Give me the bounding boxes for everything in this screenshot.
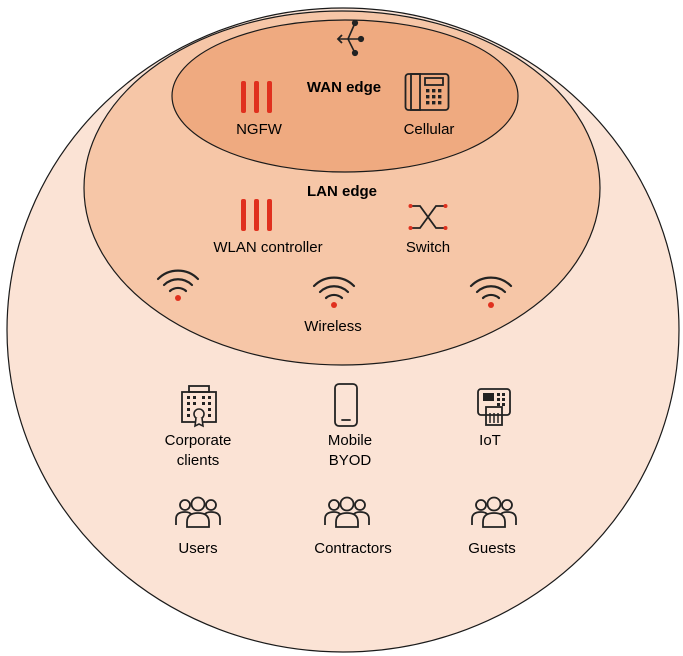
mobile-phone-icon — [334, 383, 358, 427]
mobile-label-line1: Mobile — [327, 432, 373, 449]
contractors-group-icon — [324, 496, 370, 528]
ngfw-firewall-icon — [241, 81, 272, 113]
network-branch-icon — [336, 19, 365, 57]
contractors-label: Contractors — [314, 540, 392, 557]
users-label: Users — [178, 540, 218, 557]
wireless-ap-icon-center — [312, 276, 356, 308]
corporate-clients-label-line2: clients — [176, 452, 220, 469]
corporate-clients-label-line1: Corporate — [164, 432, 232, 449]
switch-label: Switch — [405, 239, 451, 256]
iot-terminal-icon — [477, 388, 511, 426]
cellular-label: Cellular — [403, 121, 455, 138]
ngfw-label: NGFW — [236, 121, 282, 138]
mobile-label-line2: BYOD — [328, 452, 372, 469]
wireless-label: Wireless — [304, 318, 362, 335]
wireless-ap-icon-right — [469, 276, 513, 308]
lan-edge-title: LAN edge — [306, 183, 378, 200]
guests-label: Guests — [468, 540, 516, 557]
switch-icon — [408, 204, 448, 230]
iot-label: IoT — [479, 432, 501, 449]
cellular-device-icon — [404, 73, 450, 111]
users-group-icon — [175, 496, 221, 528]
wireless-ap-icon-left — [156, 269, 200, 301]
wlan-controller-label: WLAN controller — [213, 239, 323, 256]
wlan-controller-icon — [241, 199, 272, 231]
guests-group-icon — [471, 496, 517, 528]
wan-edge-title: WAN edge — [306, 79, 382, 96]
wan-edge-zone — [171, 19, 519, 173]
corporate-building-icon — [181, 385, 217, 428]
